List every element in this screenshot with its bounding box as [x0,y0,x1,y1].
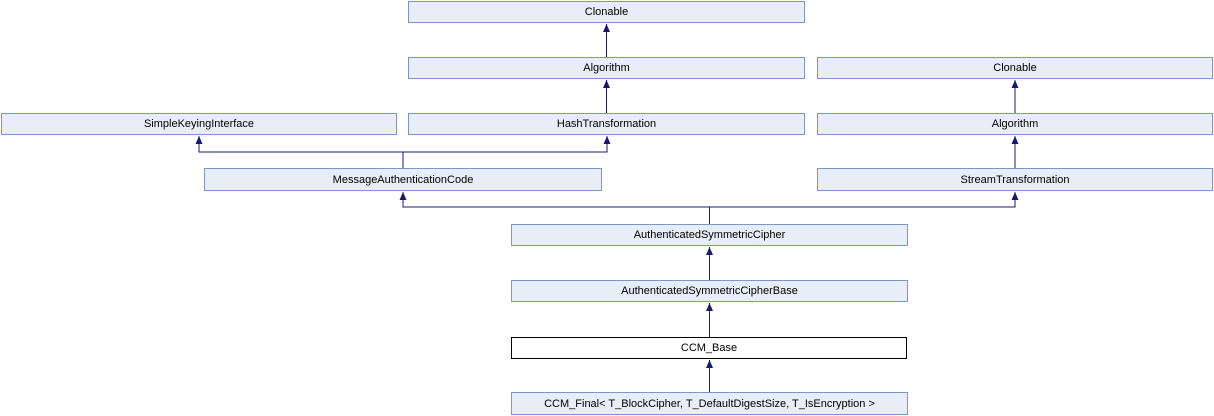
edge-asc-to-message-authentication-code [402,192,710,224]
class-node-ccm-final[interactable]: CCM_Final< T_BlockCipher, T_DefaultDiges… [511,392,908,415]
class-node-label: Clonable [993,62,1037,74]
edge-arrowhead [706,360,713,368]
class-node-label: AuthenticatedSymmetricCipherBase [621,285,798,297]
class-node-authenticated-symmetric-cipher[interactable]: AuthenticatedSymmetricCipher [511,224,908,246]
class-node-label: MessageAuthenticationCode [332,173,474,186]
class-node-label: HashTransformation [556,118,657,130]
class-node-algorithm-right[interactable]: Algorithm [817,113,1213,135]
class-node-label: Clonable [584,6,629,18]
class-node-simple-keying-interface[interactable]: SimpleKeyingInterface [1,113,397,135]
class-node-hash-transformation[interactable]: HashTransformation [408,113,805,135]
edge-mac-to-hash-transformation [403,136,608,153]
class-node-algorithm-center[interactable]: Algorithm [408,57,805,79]
class-node-label: StreamTransformation [960,173,1070,186]
class-node-clonable-top[interactable]: Clonable [408,1,805,23]
edge-asc-to-stream-transformation [709,192,1016,208]
edge-arrowhead [706,303,713,311]
class-node-message-authentication-code[interactable]: MessageAuthenticationCode [204,168,602,191]
class-node-authenticated-symmetric-cipher-base[interactable]: AuthenticatedSymmetricCipherBase [511,280,908,302]
class-node-stream-transformation[interactable]: StreamTransformation [817,168,1213,191]
class-node-label: CCM_Final< T_BlockCipher, T_DefaultDiges… [544,397,875,410]
class-node-ccm-base: CCM_Base [511,337,907,359]
class-node-label: Algorithm [991,118,1039,130]
class-node-clonable-right[interactable]: Clonable [817,57,1213,79]
edge-arrowhead [1011,192,1019,200]
edge-arrowhead [603,24,610,32]
edge-arrowhead [399,192,407,200]
class-node-label: SimpleKeyingInterface [143,118,255,130]
class-node-label: Algorithm [583,62,630,74]
edge-arrowhead [1011,80,1019,88]
edge-arrowhead [1011,136,1019,144]
class-node-label: CCM_Base [680,342,738,354]
class-node-label: AuthenticatedSymmetricCipher [633,229,786,241]
edge-mac-to-simple-keying-interface [198,136,404,168]
edge-arrowhead [603,80,610,88]
edge-arrowhead [603,136,611,144]
edge-arrowhead [706,247,713,255]
edge-arrowhead [195,136,203,144]
